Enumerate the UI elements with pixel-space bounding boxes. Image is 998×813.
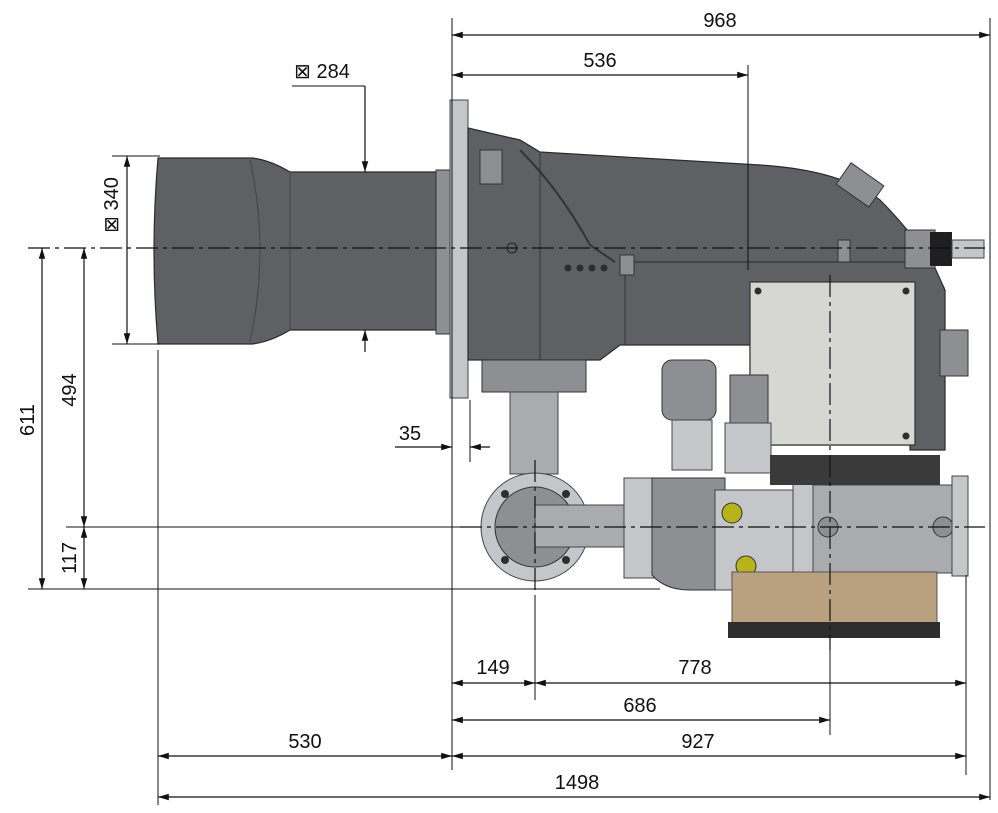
dimension-labels: 968 536 ⊠ 284 ⊠ 340 611 494 117 35 149 7… bbox=[17, 10, 737, 794]
burner-illustration bbox=[153, 99, 985, 638]
dim-top-partial: 536 bbox=[583, 50, 616, 72]
mounting-flange bbox=[449, 99, 469, 399]
dim-length-total: 1498 bbox=[555, 772, 600, 794]
dim-gas-axis-offset: 149 bbox=[476, 657, 509, 679]
dim-length-body: 927 bbox=[681, 731, 714, 753]
control-cover-plate bbox=[749, 281, 916, 446]
gas-valve-train bbox=[623, 359, 969, 591]
dim-height-total: 611 bbox=[17, 404, 39, 436]
dim-length-rear: 530 bbox=[288, 731, 321, 753]
combustion-head bbox=[153, 157, 453, 345]
dim-height-gas-axis: 117 bbox=[59, 542, 81, 574]
dimension-lines bbox=[38, 31, 990, 801]
dim-flange-offset: 35 bbox=[399, 423, 421, 445]
base-block bbox=[731, 571, 938, 625]
dim-right-span: 778 bbox=[678, 657, 711, 679]
dim-top-total: 968 bbox=[703, 10, 736, 32]
dim-blast-tube-diameter: ⊠ 284 bbox=[294, 61, 350, 83]
extension-lines bbox=[28, 18, 991, 805]
center-lines bbox=[28, 247, 985, 650]
dim-head-diameter: ⊠ 340 bbox=[101, 177, 123, 233]
dim-height-axis: 494 bbox=[59, 373, 81, 406]
dim-mid-span: 686 bbox=[623, 695, 656, 717]
